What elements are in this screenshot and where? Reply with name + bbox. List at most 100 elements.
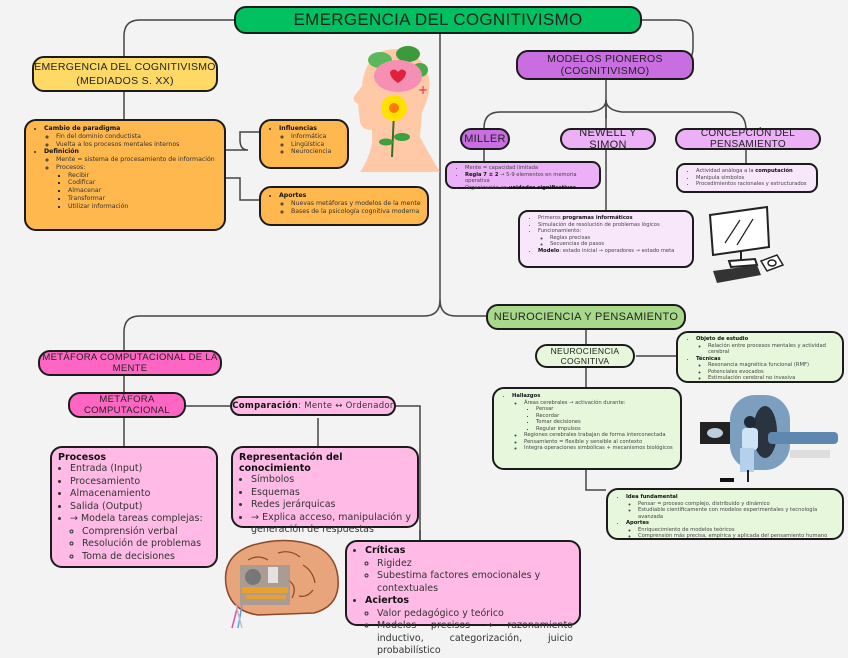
newell-sub-item: Secuencias de pasos: [550, 241, 686, 248]
processes-box: Procesos Entrada (Input) Procesamiento A…: [50, 446, 218, 568]
miller-item: Organización en unidades significativas: [465, 185, 593, 192]
conception-box: Actividad análoga a la computación Manip…: [676, 163, 818, 193]
metaphor-node[interactable]: METÁFORA COMPUTACIONAL DE LA MENTE: [38, 350, 222, 376]
process-item: Transformar: [68, 195, 218, 203]
process-item: Salida (Output): [70, 501, 210, 514]
influences-box: Influencias Informática Lingüística Neur…: [259, 119, 349, 169]
activity-item: Regular impulsos: [536, 426, 674, 433]
complex-task-item: Toma de decisiones: [82, 551, 210, 564]
newell-sub-item: Reglas precisas: [550, 235, 686, 242]
miller-item: Mente = capacidad limitada: [465, 165, 593, 172]
contribution-item: Nuevas metáforas y modelos de la mente: [291, 200, 421, 208]
critique-item: Rigidez: [377, 558, 573, 571]
technique-item: Potenciales evocados: [708, 369, 836, 376]
comparison-label: Comparación: [232, 401, 299, 411]
process-item: Codificar: [68, 179, 218, 187]
representation-item: Símbolos: [251, 474, 411, 487]
influence-item: Neurociencia: [291, 148, 341, 156]
comparison-text: : Mente ↔ Ordenador: [298, 401, 394, 411]
pioneers-title: MODELOS PIONEROS (COGNITIVISMO): [547, 53, 663, 77]
root-node[interactable]: EMERGENCIA DEL COGNITIVISMO: [234, 6, 642, 34]
neuro-idea-box: Idea fundamental Pensar = proceso comple…: [606, 488, 844, 540]
conception-title: CONCEPCIÓN DEL PENSAMIENTO: [700, 128, 796, 150]
screen-icon: [700, 422, 730, 444]
representation-item: Redes jerárquicas: [251, 499, 411, 512]
process-item: Recibir: [68, 172, 218, 180]
mri-scanner-icon: [730, 395, 838, 470]
wires-icon: [231, 604, 243, 629]
neuro-node[interactable]: NEUROCIENCIA Y PENSAMIENTO: [486, 304, 686, 330]
mouse-icon: [759, 254, 785, 272]
success-item: Valor pedagógico y teórico: [377, 608, 573, 621]
newell-simon-node[interactable]: NEWELL Y SIMON: [560, 127, 656, 151]
technique-item: Resonancia magnética funcional (RMF): [708, 362, 836, 369]
success-item: Modelos precisos → razonamiento inductiv…: [377, 620, 573, 658]
representation-item: → Explica acceso, manipulación y generac…: [251, 512, 411, 537]
paradigm-label: Cambio de paradigma: [44, 125, 121, 132]
idea-item: Pensar = proceso complejo, distribuido y…: [638, 501, 836, 508]
newell-simon-box: Primeros programas informáticos Simulaci…: [518, 210, 694, 268]
miller-box: Mente = capacidad limitada Regla 7 ± 2 →…: [445, 161, 601, 192]
conception-item: Manipula símbolos: [696, 175, 810, 182]
process-item: Utilizar información: [68, 203, 218, 211]
critiques-label: Críticas: [365, 545, 406, 556]
findings-areas: Áreas cerebrales → activación durante:: [524, 399, 626, 406]
conception-item: Procedimientos racionales y estructurado…: [696, 181, 810, 188]
neuro-contrib-item: Enriquecimiento de modelos teóricos: [638, 527, 836, 534]
conception-item: Actividad análoga a la computación: [696, 168, 810, 175]
definition-item: Mente = sistema de procesamiento de info…: [56, 156, 218, 164]
neuro-contrib-label: Aportes: [626, 520, 649, 526]
gears-icon: [240, 565, 290, 605]
head-illustration: +: [353, 46, 440, 173]
activity-item: Pensar: [536, 406, 674, 413]
neuro-findings-box: Hallazgos Áreas cerebrales → activación …: [492, 387, 682, 470]
flower-icon: [379, 95, 410, 158]
findings-label: Hallazgos: [512, 393, 541, 399]
mechanical-brain-illustration: [224, 539, 339, 629]
metaphor-title: METÁFORA COMPUTACIONAL DE LA MENTE: [42, 352, 218, 374]
newell-item: Primeros programas informáticos: [538, 215, 686, 222]
activity-item: Tomar decisiones: [536, 419, 674, 426]
computer-illustration: [708, 205, 785, 283]
neuro-cognitive-node[interactable]: NEUROCIENCIA COGNITIVA: [535, 344, 635, 368]
representation-label: Representación del conocimiento: [239, 452, 343, 474]
miller-node[interactable]: MILLER: [460, 128, 510, 150]
connector-root-emergence: [123, 19, 236, 56]
mri-illustration: [700, 395, 838, 482]
neuro-object-box: Objeto de estudio Relación entre proceso…: [676, 331, 844, 383]
process-item: Procesamiento: [70, 476, 210, 489]
critique-item: Subestima factores emocionales y context…: [377, 570, 573, 595]
metaphor-sub-node[interactable]: METÁFORA COMPUTACIONAL: [68, 392, 186, 418]
neuro-cognitive-title: NEUROCIENCIA COGNITIVA: [550, 346, 620, 366]
metaphor-sub-title: METÁFORA COMPUTACIONAL: [83, 394, 171, 416]
process-item: → Modela tareas complejas:: [70, 513, 203, 525]
representation-item: Esquemas: [251, 487, 411, 500]
influence-item: Informática: [291, 133, 341, 141]
newell-model: Modelo: estado inicial → operadores → es…: [538, 248, 686, 255]
connector-trunk-neuro: [439, 299, 486, 317]
newell-simon-title: NEWELL Y SIMON: [579, 127, 637, 151]
miller-item: Regla 7 ± 2 → 5-9 elementos en memoria o…: [465, 172, 593, 185]
newell-item: Funcionamiento:: [538, 228, 582, 234]
comparison-node[interactable]: Comparación: Mente ↔ Ordenador: [230, 396, 396, 416]
process-item: Entrada (Input): [70, 463, 210, 476]
definition-label: Definición: [44, 148, 79, 156]
idea-label: Idea fundamental: [626, 494, 678, 500]
miller-title: MILLER: [464, 133, 506, 145]
successes-label: Aciertos: [365, 595, 410, 607]
root-title: EMERGENCIA DEL COGNITIVISMO: [293, 10, 583, 29]
connector-trunk-metaphor: [123, 299, 441, 350]
pioneers-node[interactable]: MODELOS PIONEROS (COGNITIVISMO): [516, 50, 694, 80]
process-item: Almacenamiento: [70, 488, 210, 501]
emergence-title-line2: (MEDIADOS S. XX): [76, 75, 174, 87]
contributions-label: Aportes: [279, 192, 307, 199]
neuro-title: NEUROCIENCIA Y PENSAMIENTO: [493, 311, 679, 323]
findings-item: Pensamiento = flexible y sensible al con…: [524, 439, 674, 446]
contributions-box: Aportes Nuevas metáforas y modelos de la…: [259, 186, 429, 226]
monitor-icon: [708, 205, 771, 269]
newell-item: Simulación de resolución de problemas ló…: [538, 222, 686, 229]
representation-box: Representación del conocimiento Símbolos…: [231, 446, 419, 535]
conception-node[interactable]: CONCEPCIÓN DEL PENSAMIENTO: [675, 128, 821, 150]
findings-item: Integra operaciones simbólicas + mecanis…: [524, 445, 674, 452]
emergence-node[interactable]: EMERGENCIA DEL COGNITIVISMO (MEDIADOS S.…: [32, 56, 218, 92]
